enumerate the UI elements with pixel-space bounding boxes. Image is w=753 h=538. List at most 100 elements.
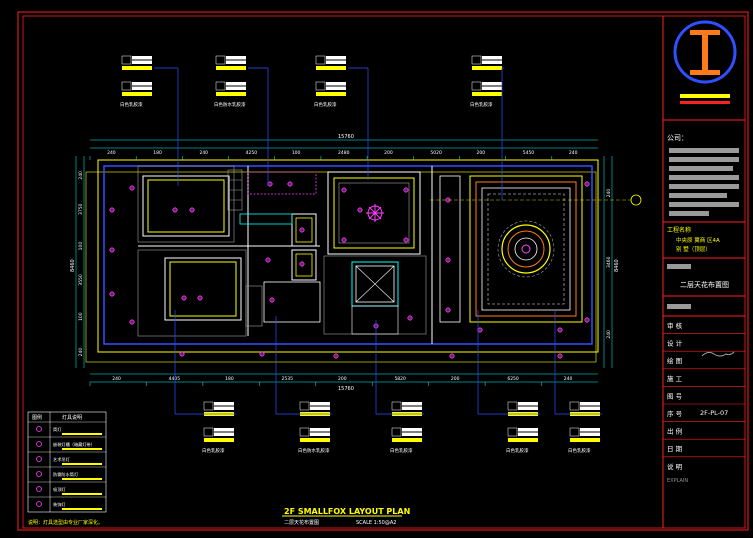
ceiling-callout: 白色乳胶漆 — [120, 55, 179, 186]
downlight-icon — [445, 257, 451, 263]
ceiling-callout: 白色乳胶漆 — [470, 55, 504, 200]
dimension-label: 5450 — [523, 150, 535, 156]
dimension-label: 240 — [606, 189, 612, 198]
legend-item-label: 吸顶灯 — [53, 486, 66, 493]
signature-icon — [701, 351, 735, 357]
legend-symbol-icon — [36, 486, 42, 492]
legend-item-label: 嵌装灯槽（暗藏灯带） — [53, 441, 95, 448]
section-marker-icon — [630, 194, 642, 206]
dimension-label: 4250 — [246, 150, 258, 156]
legend-symbol-icon — [36, 456, 42, 462]
downlight-icon — [197, 295, 203, 301]
callout-label: 白色乳胶漆 — [314, 101, 337, 108]
legend-item-label: 防雾防水筒灯 — [53, 471, 79, 478]
downlight-icon — [449, 353, 455, 359]
title-row-label: 出 例 — [667, 427, 682, 436]
legend-item-label: 筒灯 — [53, 426, 62, 433]
downlight-icon — [287, 181, 293, 187]
project-name: 中央原 翼商 区4A — [676, 236, 720, 244]
downlight-icon — [269, 297, 275, 303]
inner-frame — [22, 15, 746, 529]
title-row-label: 序 号 — [667, 409, 683, 418]
downlight-icon — [557, 353, 563, 359]
downlight-icon — [129, 185, 135, 191]
dimension-label: 240 — [564, 376, 573, 382]
dimension-label: 200 — [338, 376, 347, 382]
dimension-label: 2535 — [282, 376, 294, 382]
downlight-icon — [445, 307, 451, 313]
downlight-icon — [181, 295, 187, 301]
dimension-label: 2480 — [338, 150, 350, 156]
dimension-label: 4405 — [169, 376, 181, 382]
dimension-label: 200 — [451, 376, 460, 382]
ceiling-callout: 白色乳胶漆 — [174, 310, 236, 454]
ceiling-callouts: 白色乳胶漆白色防水乳胶漆白色乳胶漆白色乳胶漆白色乳胶漆白色防水乳胶漆白色乳胶漆白… — [120, 55, 602, 454]
dimension-label: 3550 — [78, 274, 84, 286]
downlight-icon — [403, 237, 409, 243]
dimension-label: 240 — [606, 330, 612, 339]
ceiling-callout: 白色乳胶漆 — [314, 55, 369, 180]
downlight-icon — [189, 207, 195, 213]
explain-label: EXPLAIN — [667, 478, 688, 484]
ceiling-callout: 白色乳胶漆 — [375, 320, 424, 454]
dimension-label: 240 — [78, 348, 84, 357]
title-row-label: 绘 图 — [667, 356, 682, 365]
dimension-label: 3750 — [78, 203, 84, 215]
plan-note: 说明：灯具选型由专业厂家深化。 — [28, 519, 103, 526]
downlight-icon — [333, 353, 339, 359]
dimension-label: 180 — [153, 150, 162, 156]
dimension-label: 240 — [199, 150, 208, 156]
downlight-icon — [584, 181, 590, 187]
project-sub: 别 墅（顶层） — [676, 245, 711, 253]
ceiling-medallion-icon — [497, 220, 555, 278]
downlight-icon — [341, 187, 347, 193]
plan-subtitle: 二层天花布置图 — [284, 519, 319, 526]
title-row-label: 设 计 — [667, 339, 683, 348]
logo-icon — [673, 20, 737, 84]
legend-symbol-icon — [36, 471, 42, 477]
legend-item-label: 装饰灯 — [53, 501, 66, 508]
downlight-icon — [109, 207, 115, 213]
downlight-icon — [129, 319, 135, 325]
dimension-label: 240 — [107, 150, 116, 156]
company-text-lines — [669, 148, 739, 216]
light-markers — [109, 181, 590, 359]
outer-frame — [17, 11, 749, 531]
title-block: 公司： 工程名称 中央原 翼商 区4A 别 墅（顶层） 二层天花布置图 审 核设… — [662, 16, 745, 528]
dimension-label: 5820 — [394, 376, 406, 382]
legend-symbol-icon — [36, 441, 42, 447]
callout-label: 白色乳胶漆 — [120, 101, 143, 108]
title-row-label: 审 核 — [667, 321, 683, 330]
ceiling-callout: 白色防水乳胶漆 — [214, 55, 269, 186]
callout-label: 白色防水乳胶漆 — [298, 447, 330, 454]
left-total-dim: 8460 — [70, 259, 76, 272]
dimension-label: 100 — [292, 150, 301, 156]
legend-symbol-icon — [36, 501, 42, 507]
ceiling-callout: 白色乳胶漆 — [477, 310, 540, 454]
title-block-rows: 审 核设 计绘 图施 工图 号序 号出 例日 期说 明 — [663, 315, 745, 471]
legend-item-label: 艺术吊灯 — [53, 456, 71, 463]
dimension-label: 3460 — [606, 256, 612, 268]
plan-scale: SCALE 1:50@A2 — [356, 520, 396, 526]
title-row-label: 说 明 — [667, 462, 683, 471]
downlight-icon — [172, 207, 178, 213]
dimension-label: 180 — [225, 376, 234, 382]
legend-symbol-icon — [36, 426, 42, 432]
downlight-icon — [407, 315, 413, 321]
callout-label: 白色乳胶漆 — [506, 447, 529, 454]
dimension-label: 100 — [78, 312, 84, 321]
dimension-label: 240 — [112, 376, 121, 382]
project-label: 工程名称 — [667, 226, 691, 234]
legend-header-symbol: 图例 — [32, 414, 42, 421]
ceiling-callout: 白色防水乳胶漆 — [275, 316, 332, 454]
dimension-label: 6250 — [507, 376, 519, 382]
dimension-label: 240 — [569, 150, 578, 156]
downlight-icon — [341, 237, 347, 243]
dimension-label: 100 — [78, 242, 84, 251]
dimension-label: 200 — [384, 150, 393, 156]
company-label: 公司： — [667, 134, 688, 142]
floor-plan — [85, 159, 599, 363]
bottom-total-dim: 15760 — [338, 386, 354, 392]
callout-label: 白色乳胶漆 — [568, 447, 591, 454]
